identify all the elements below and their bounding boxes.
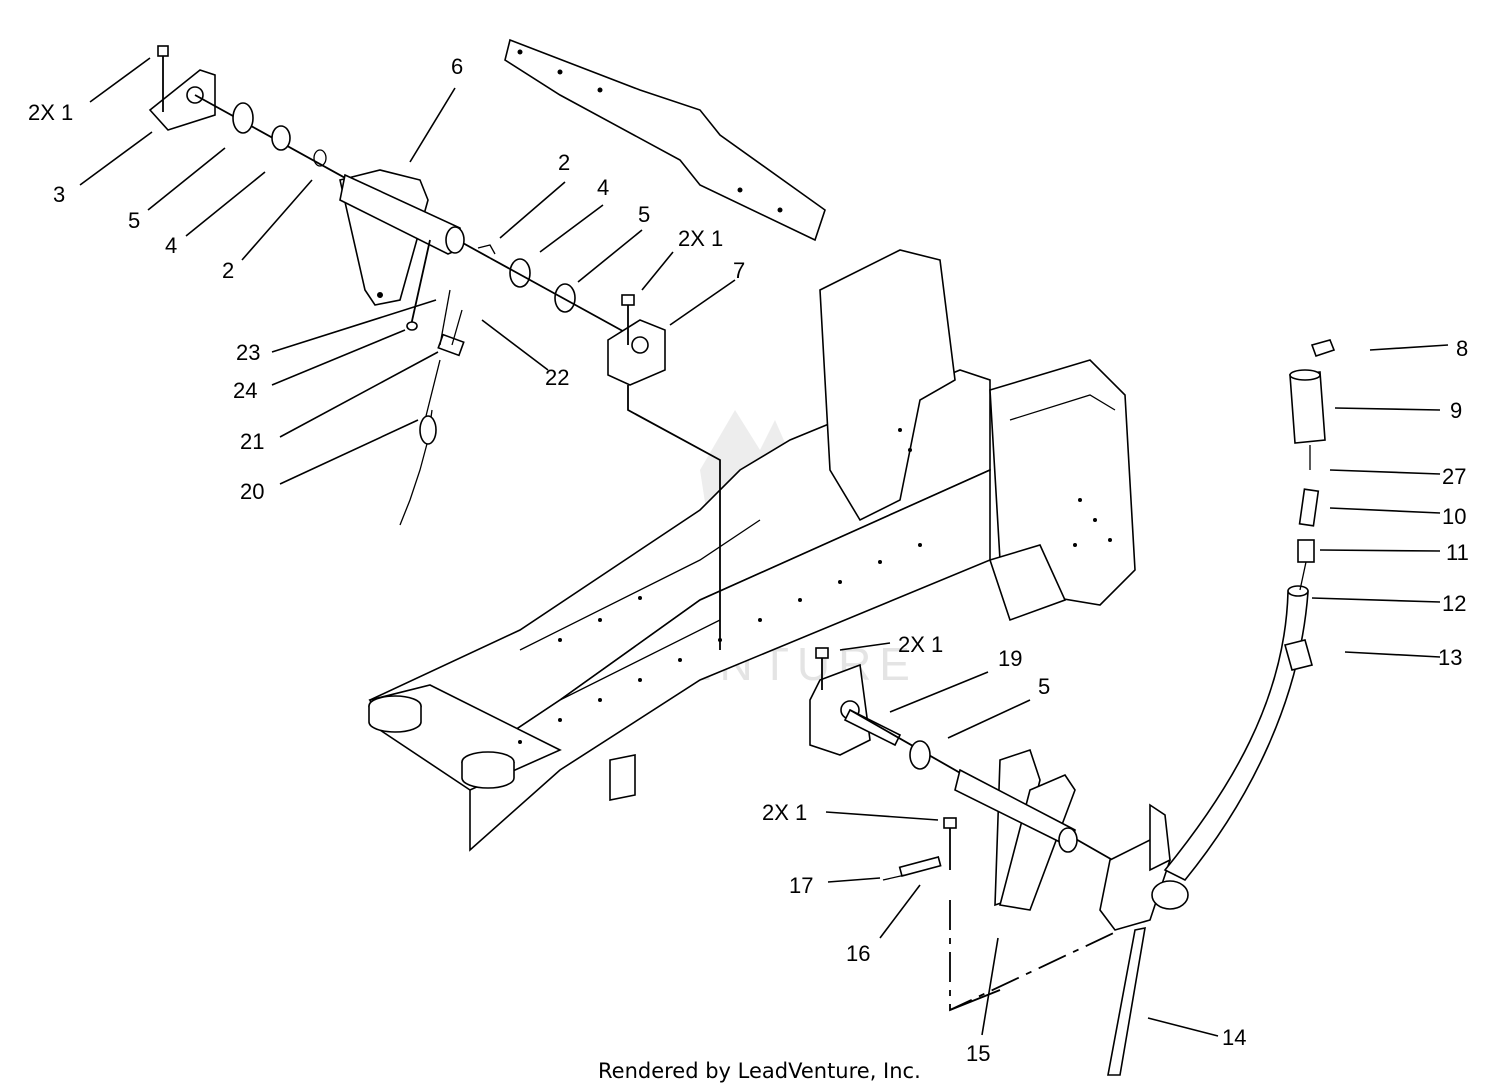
frame-holes [518, 428, 1112, 744]
callout-24: 24 [233, 378, 257, 403]
callout-5-b: 5 [638, 202, 650, 227]
callout-2x1-b: 2X 1 [678, 226, 723, 251]
top-plate [504, 38, 826, 242]
callout-2-b: 2 [558, 150, 570, 175]
right-lever-assembly [809, 339, 1336, 1076]
callout-11: 11 [1446, 540, 1469, 565]
callout-20: 20 [240, 479, 264, 504]
callout-2x1-c: 2X 1 [898, 632, 943, 657]
callout-22: 22 [545, 365, 569, 390]
callout-23: 23 [236, 340, 260, 365]
callout-2x1-a: 2X 1 [28, 100, 73, 125]
callout-9: 9 [1450, 398, 1462, 423]
leader-lines [79, 57, 1449, 1037]
callout-27: 27 [1442, 464, 1466, 489]
callout-2-a: 2 [222, 258, 234, 283]
callout-15: 15 [966, 1041, 990, 1066]
callout-6: 6 [451, 54, 463, 79]
callout-5-c: 5 [1038, 674, 1050, 699]
callout-10: 10 [1442, 504, 1466, 529]
callout-21: 21 [240, 429, 264, 454]
callout-16: 16 [846, 941, 870, 966]
callout-12: 12 [1442, 591, 1466, 616]
callout-14: 14 [1222, 1025, 1246, 1050]
callout-7: 7 [733, 258, 745, 283]
footer-credit: Rendered by LeadVenture, Inc. [598, 1059, 921, 1083]
main-frame [368, 249, 1136, 852]
callout-2x1-d: 2X 1 [762, 800, 807, 825]
callout-5-a: 5 [128, 208, 140, 233]
left-pivot-assembly [148, 45, 721, 650]
callout-17: 17 [789, 873, 813, 898]
callout-19: 19 [998, 646, 1022, 671]
callout-4-b: 4 [597, 175, 609, 200]
callout-8: 8 [1456, 336, 1468, 361]
callout-3: 3 [53, 182, 65, 207]
callout-13: 13 [1438, 645, 1462, 670]
callout-labels: 2X 1 3 5 4 2 6 2 4 5 2X 1 7 23 24 22 21 … [28, 54, 1469, 1066]
callout-4-a: 4 [165, 233, 177, 258]
